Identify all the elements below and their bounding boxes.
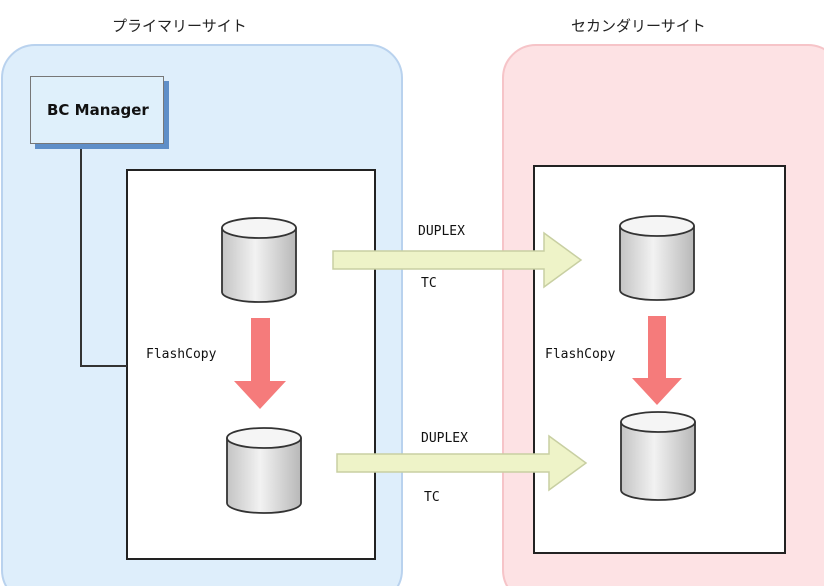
tc-type-label-upper: TC xyxy=(421,276,437,291)
volume-primary-upper-icon xyxy=(221,217,297,303)
tc-status-label-upper: DUPLEX xyxy=(418,224,465,239)
tc-arrow-lower xyxy=(336,434,588,492)
flashcopy-label-primary: FlashCopy xyxy=(146,347,217,362)
flashcopy-label-secondary: FlashCopy xyxy=(545,347,616,362)
primary-site-label: プライマリーサイト xyxy=(112,17,247,35)
volume-secondary-lower-icon xyxy=(620,411,696,501)
secondary-site-label: セカンダリーサイト xyxy=(571,17,706,35)
volume-secondary-upper-icon xyxy=(619,215,695,301)
bc-manager-connector-line xyxy=(80,144,127,367)
flashcopy-arrow-secondary xyxy=(632,316,682,405)
tc-type-label-lower: TC xyxy=(424,490,440,505)
bc-manager-box[interactable]: BC Manager xyxy=(30,76,164,144)
volume-primary-lower-icon xyxy=(226,427,302,514)
flashcopy-arrow-primary xyxy=(234,318,286,409)
tc-arrow-upper xyxy=(332,231,583,289)
tc-status-label-lower: DUPLEX xyxy=(421,431,468,446)
